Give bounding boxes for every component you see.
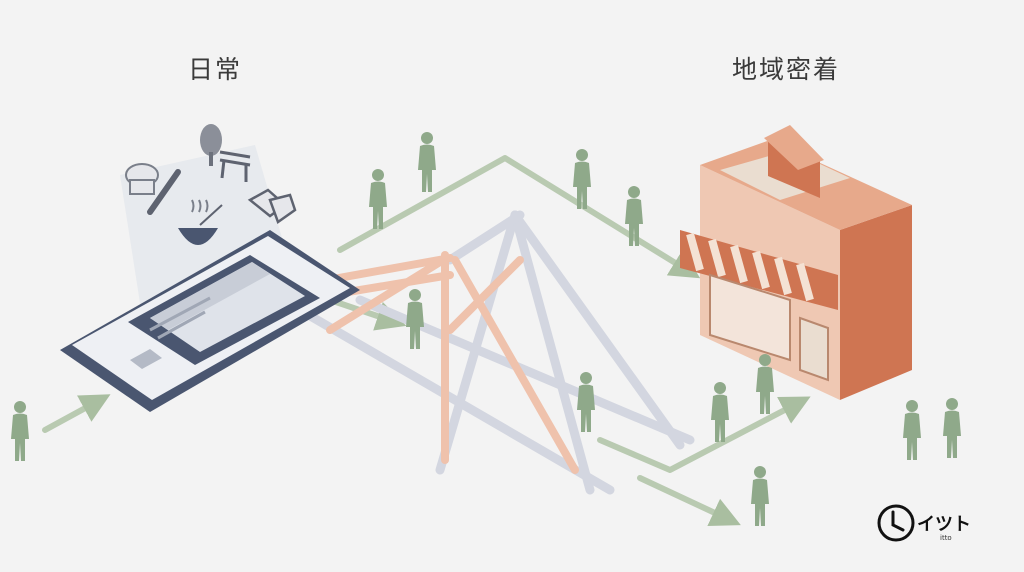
person — [577, 372, 595, 432]
logo-wordmark: イツト — [917, 514, 971, 535]
label-daily: 日常 — [188, 55, 243, 84]
flow-path-entry — [42, 394, 111, 433]
label-community: 地域密着 — [732, 55, 841, 84]
ramen-bowl-icon — [178, 199, 223, 245]
person — [943, 398, 961, 458]
person — [418, 132, 436, 192]
flow-paths — [42, 155, 811, 526]
tree-icon — [200, 124, 222, 166]
person — [903, 400, 921, 460]
knife-icon — [147, 169, 181, 215]
flow-path-lower — [597, 396, 811, 473]
handshake-icon — [247, 188, 297, 224]
person — [406, 289, 424, 349]
storefront — [680, 125, 912, 400]
chef-hat-icon — [125, 163, 159, 195]
flow-path-exit — [637, 475, 741, 526]
person — [369, 169, 387, 229]
smartphone — [60, 230, 360, 412]
flow-path-top — [337, 155, 701, 279]
bench-icon — [219, 150, 251, 182]
bridge-structure — [295, 210, 695, 495]
logo-subtext: itto — [940, 534, 952, 542]
person — [11, 401, 29, 461]
person — [711, 382, 729, 442]
logo-mark — [877, 504, 915, 542]
person — [751, 466, 769, 526]
